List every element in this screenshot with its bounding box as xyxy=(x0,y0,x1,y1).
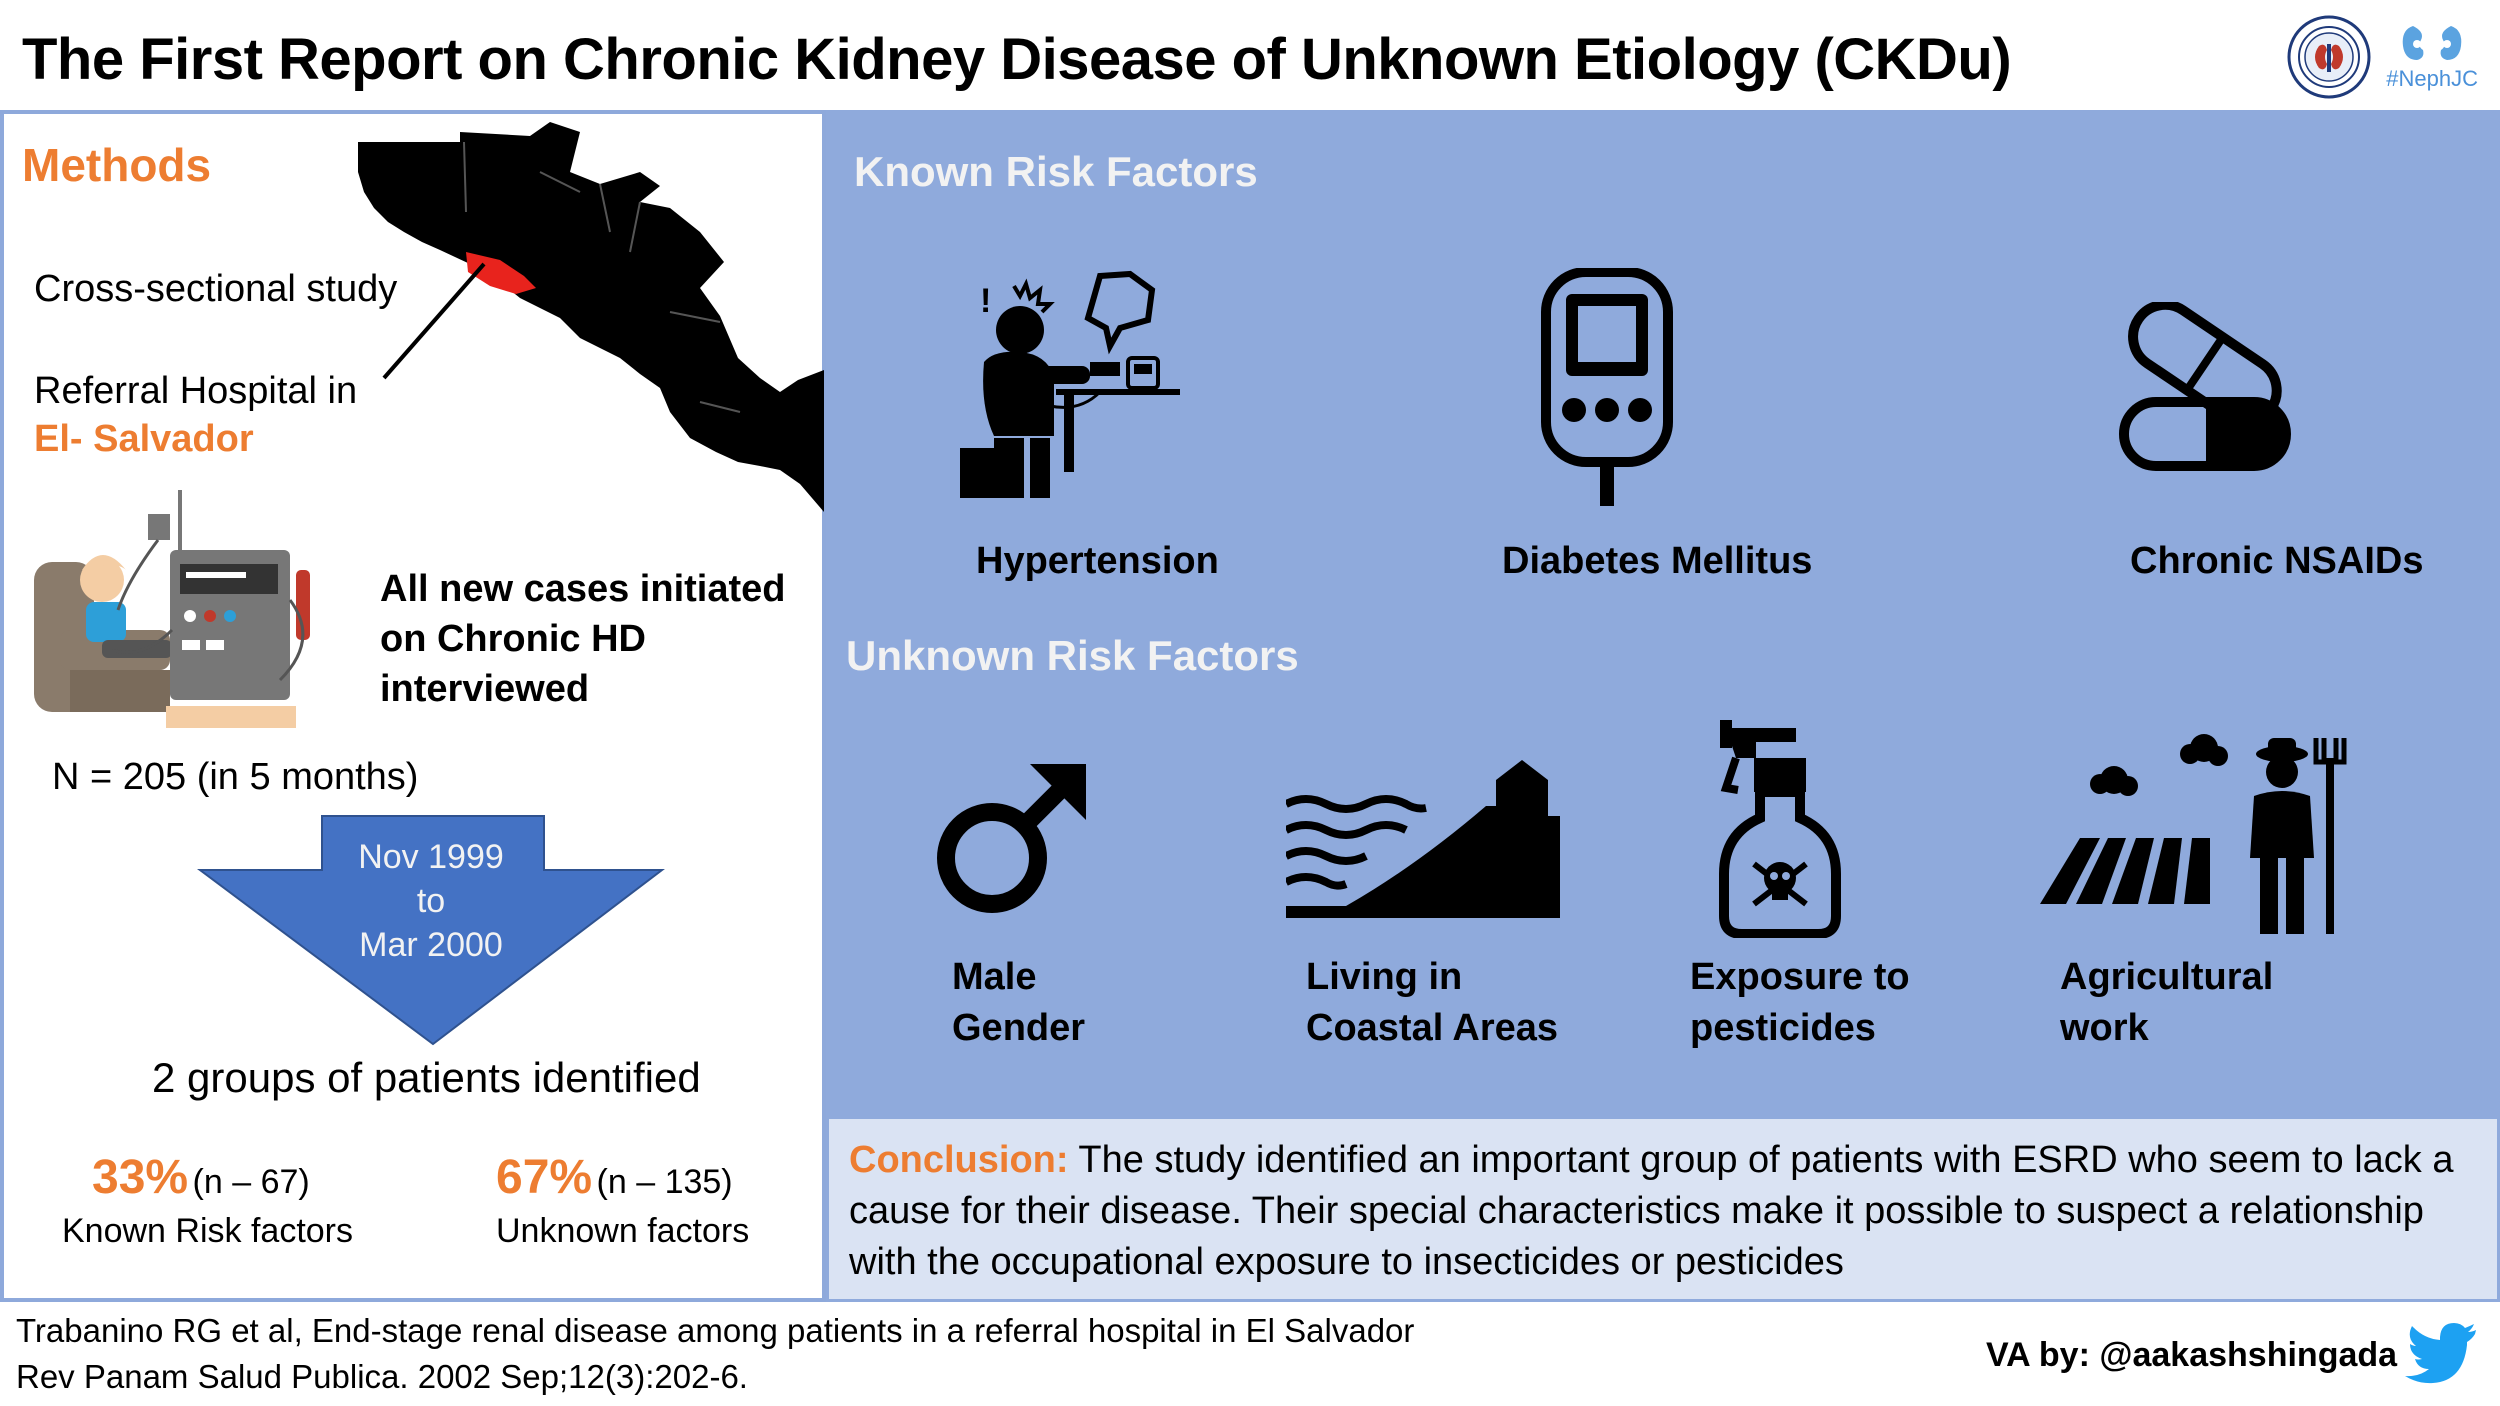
period-end: Mar 2000 xyxy=(359,926,503,964)
sample-size-label: N = 205 (in 5 months) xyxy=(52,756,419,798)
coastal-line-1: Living in xyxy=(1306,956,1463,998)
coastal-line-2: Coastal Areas xyxy=(1306,1007,1559,1050)
unknown-risk-heading: Unknown Risk Factors xyxy=(846,632,1299,679)
group-unknown-label: Unknown factors xyxy=(496,1212,750,1250)
hospital-label: Referral Hospital in xyxy=(34,370,358,412)
reference-citation: Trabanino RG et al, End-stage renal dise… xyxy=(16,1308,1414,1400)
male-symbol-icon xyxy=(937,764,1086,913)
logo-group: #NephJC xyxy=(2286,12,2478,102)
cases-line-2: on Chronic HD xyxy=(380,618,646,660)
pesticides-line-2: pesticides xyxy=(1690,1007,1876,1050)
cases-line-1: All new cases initiated xyxy=(380,568,786,610)
group-known-percent: 33% xyxy=(92,1151,189,1204)
reference-line-1: Trabanino RG et al, End-stage renal dise… xyxy=(16,1312,1415,1349)
period-start: Nov 1999 xyxy=(358,838,504,876)
nephrology-society-seal xyxy=(2287,15,2371,99)
conclusion-body: The study identified an important group … xyxy=(849,1139,2454,1283)
hashtag-label: #NephJC xyxy=(2386,66,2478,91)
nephjc-logo: #NephJC xyxy=(2386,22,2478,92)
el-salvador-highlight xyxy=(466,252,536,294)
page-title: The First Report on Chronic Kidney Disea… xyxy=(22,27,2012,92)
group-known-stat: 33% (n – 67) xyxy=(92,1150,310,1205)
agricultural-label: Agricultural work xyxy=(2060,952,2273,1055)
pesticides-label: Exposure to pesticides xyxy=(1690,952,1910,1055)
dialysis-patient-illustration xyxy=(34,490,310,728)
central-america-map xyxy=(358,122,824,512)
pills-icon xyxy=(2119,302,2291,471)
group-unknown-n: (n – 135) xyxy=(596,1163,733,1201)
twitter-bird-icon xyxy=(2405,1323,2476,1384)
period-to-word: to xyxy=(416,882,446,920)
pesticides-line-1: Exposure to xyxy=(1690,956,1910,998)
cases-text: All new cases initiated on Chronic HD in… xyxy=(380,564,785,714)
kidney-icon xyxy=(2402,26,2462,60)
group-known-n: (n – 67) xyxy=(192,1163,310,1201)
groups-label: 2 groups of patients identified xyxy=(152,1054,701,1101)
agricultural-line-2: work xyxy=(2060,1007,2149,1050)
male-line-2: Gender xyxy=(952,1007,1086,1050)
conclusion-label: Conclusion: xyxy=(849,1139,1069,1181)
diabetes-label: Diabetes Mellitus xyxy=(1502,540,1813,582)
study-period-arrow xyxy=(196,815,665,1046)
pesticide-spray-icon xyxy=(1719,720,1841,938)
group-known-label: Known Risk factors xyxy=(62,1212,353,1250)
title-bar: The First Report on Chronic Kidney Disea… xyxy=(0,0,2500,110)
reference-line-2: Rev Panam Salud Publica. 2002 Sep;12(3):… xyxy=(16,1358,748,1396)
coast-icon xyxy=(1286,760,1560,918)
agricultural-line-1: Agricultural xyxy=(2060,956,2274,998)
hypertension-label: Hypertension xyxy=(976,540,1219,582)
study-type-label: Cross-sectional study xyxy=(34,268,398,310)
nsaids-label: Chronic NSAIDs xyxy=(2130,540,2424,582)
cases-line-3: interviewed xyxy=(380,668,590,710)
visual-abstract-credit: VA by: @aakashshingada xyxy=(1986,1336,2398,1374)
conclusion-box: Conclusion: The study identified an impo… xyxy=(826,1116,2500,1302)
coastal-label: Living in Coastal Areas xyxy=(1306,952,1558,1055)
group-unknown-percent: 67% xyxy=(496,1151,593,1204)
methods-heading: Methods xyxy=(22,139,212,191)
country-label: El- Salvador xyxy=(34,418,254,460)
male-gender-label: Male Gender xyxy=(952,952,1085,1055)
farmer-icon xyxy=(2040,734,2347,934)
male-line-1: Male xyxy=(952,956,1037,998)
map-pointer-line xyxy=(382,262,486,380)
glucometer-icon xyxy=(1541,268,1673,506)
conclusion-paragraph: Conclusion: The study identified an impo… xyxy=(849,1135,2479,1288)
known-risk-heading: Known Risk Factors xyxy=(854,148,1258,195)
blood-pressure-icon: ! xyxy=(960,270,1180,498)
svg-text:!: ! xyxy=(980,282,991,320)
group-unknown-stat: 67% (n – 135) xyxy=(496,1150,733,1205)
